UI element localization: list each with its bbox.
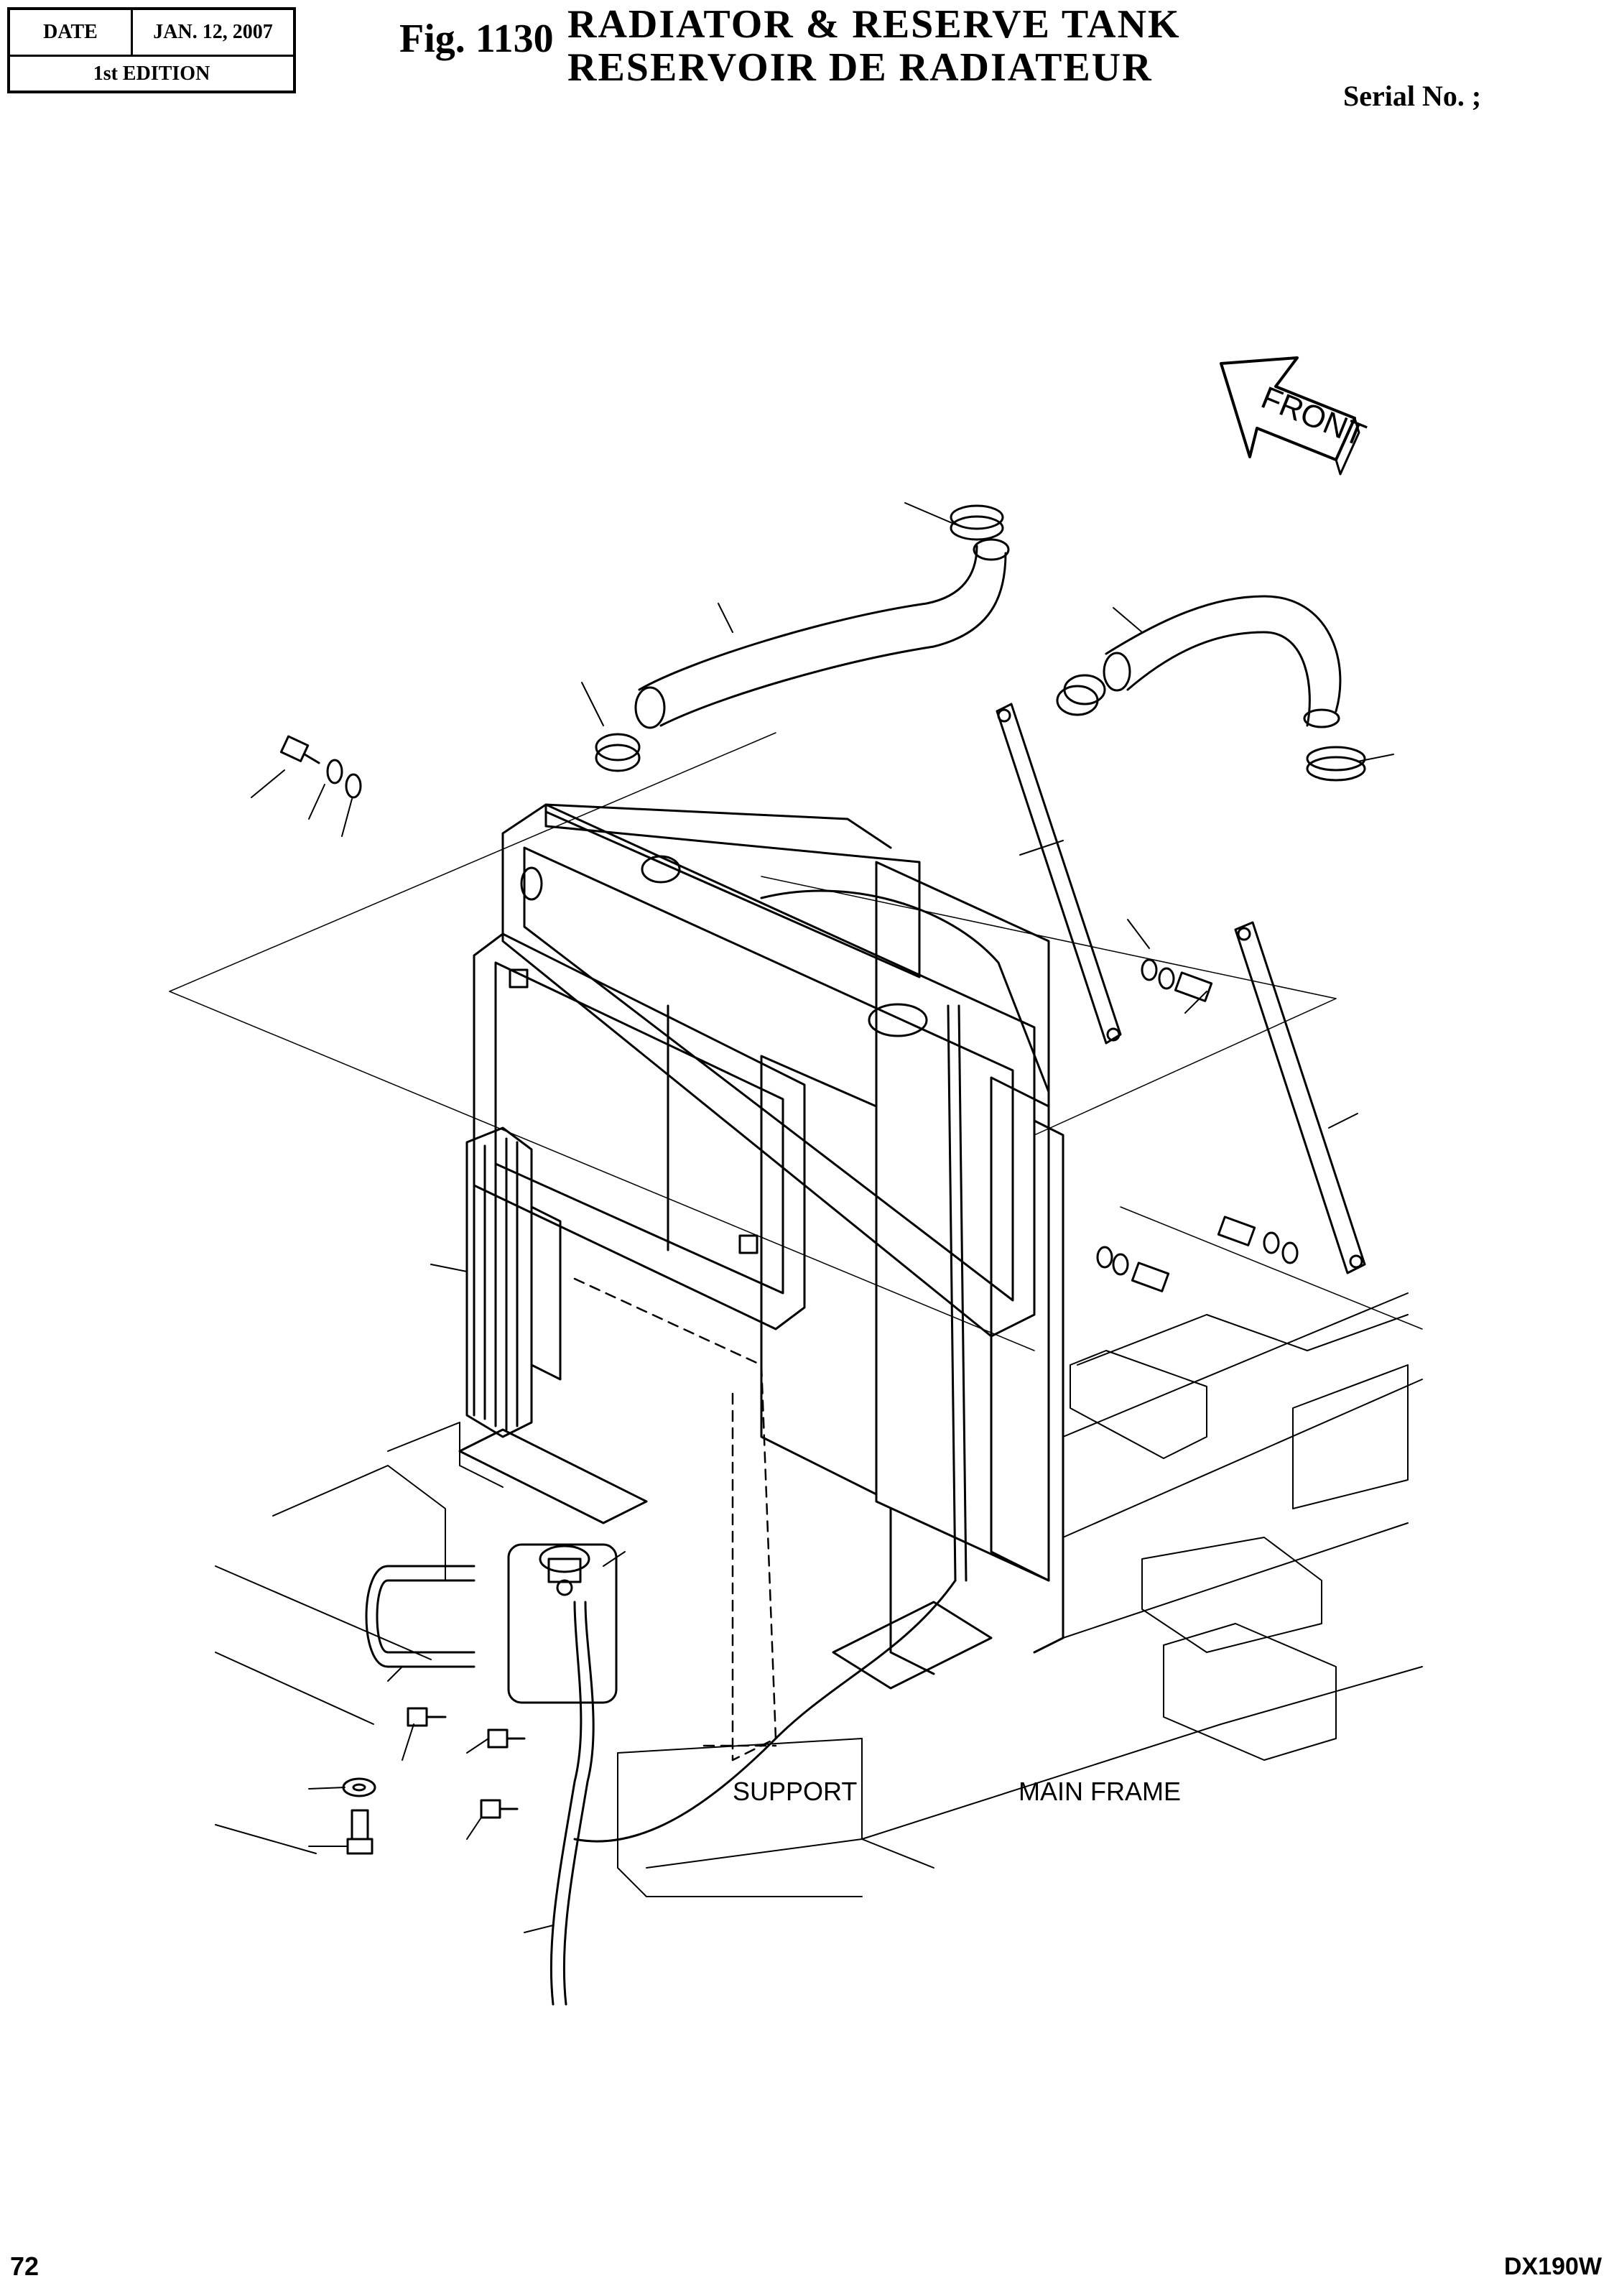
- support-label: SUPPORT: [733, 1777, 857, 1806]
- figure-number: Fig. 1130: [399, 17, 554, 61]
- main-frame-label: MAIN FRAME: [1019, 1777, 1181, 1806]
- title-english: RADIATOR & RESERVE TANK: [567, 2, 1181, 47]
- bolt-icon: [342, 1707, 526, 1855]
- bolt-washer-set-icon: [279, 735, 362, 799]
- overflow-hose: [549, 1004, 968, 2006]
- date-edition-box: DATE JAN. 12, 2007 1st EDITION: [7, 7, 296, 93]
- front-label: FRONT: [1256, 380, 1370, 453]
- tank-bracket: [365, 1565, 476, 1668]
- main-frame: [215, 1292, 1423, 1897]
- edition-label: 1st EDITION: [93, 62, 210, 85]
- upper-hose: [634, 538, 1010, 729]
- date-label: DATE: [10, 10, 133, 55]
- title-french: RESERVOIR DE RADIATEUR: [567, 45, 1153, 90]
- serial-number: Serial No. ;: [1343, 80, 1482, 112]
- radiator-support-bracket: [458, 1428, 993, 1690]
- hose-clamp-icon: [595, 504, 1366, 782]
- radiator-stay-rod: [996, 703, 1366, 1274]
- oil-cooler: [465, 1126, 562, 1438]
- leader-lines: [251, 502, 1394, 1933]
- intercooler-panel: [473, 932, 806, 1330]
- model-number: DX190W: [1504, 2253, 1602, 2280]
- fan-shroud: [760, 889, 1064, 1654]
- support-frame: [573, 1277, 777, 1762]
- construction-lines: [169, 732, 1423, 1351]
- date-value: JAN. 12, 2007: [153, 21, 273, 43]
- lower-hose: [1103, 595, 1342, 728]
- reserve-tank: [507, 1543, 618, 1704]
- bolt-washer-set-icon: [1096, 958, 1299, 1292]
- page-number: 72: [10, 2251, 40, 2281]
- front-arrow-icon: FRONT: [1220, 356, 1370, 476]
- radiator-core: [501, 803, 1050, 1582]
